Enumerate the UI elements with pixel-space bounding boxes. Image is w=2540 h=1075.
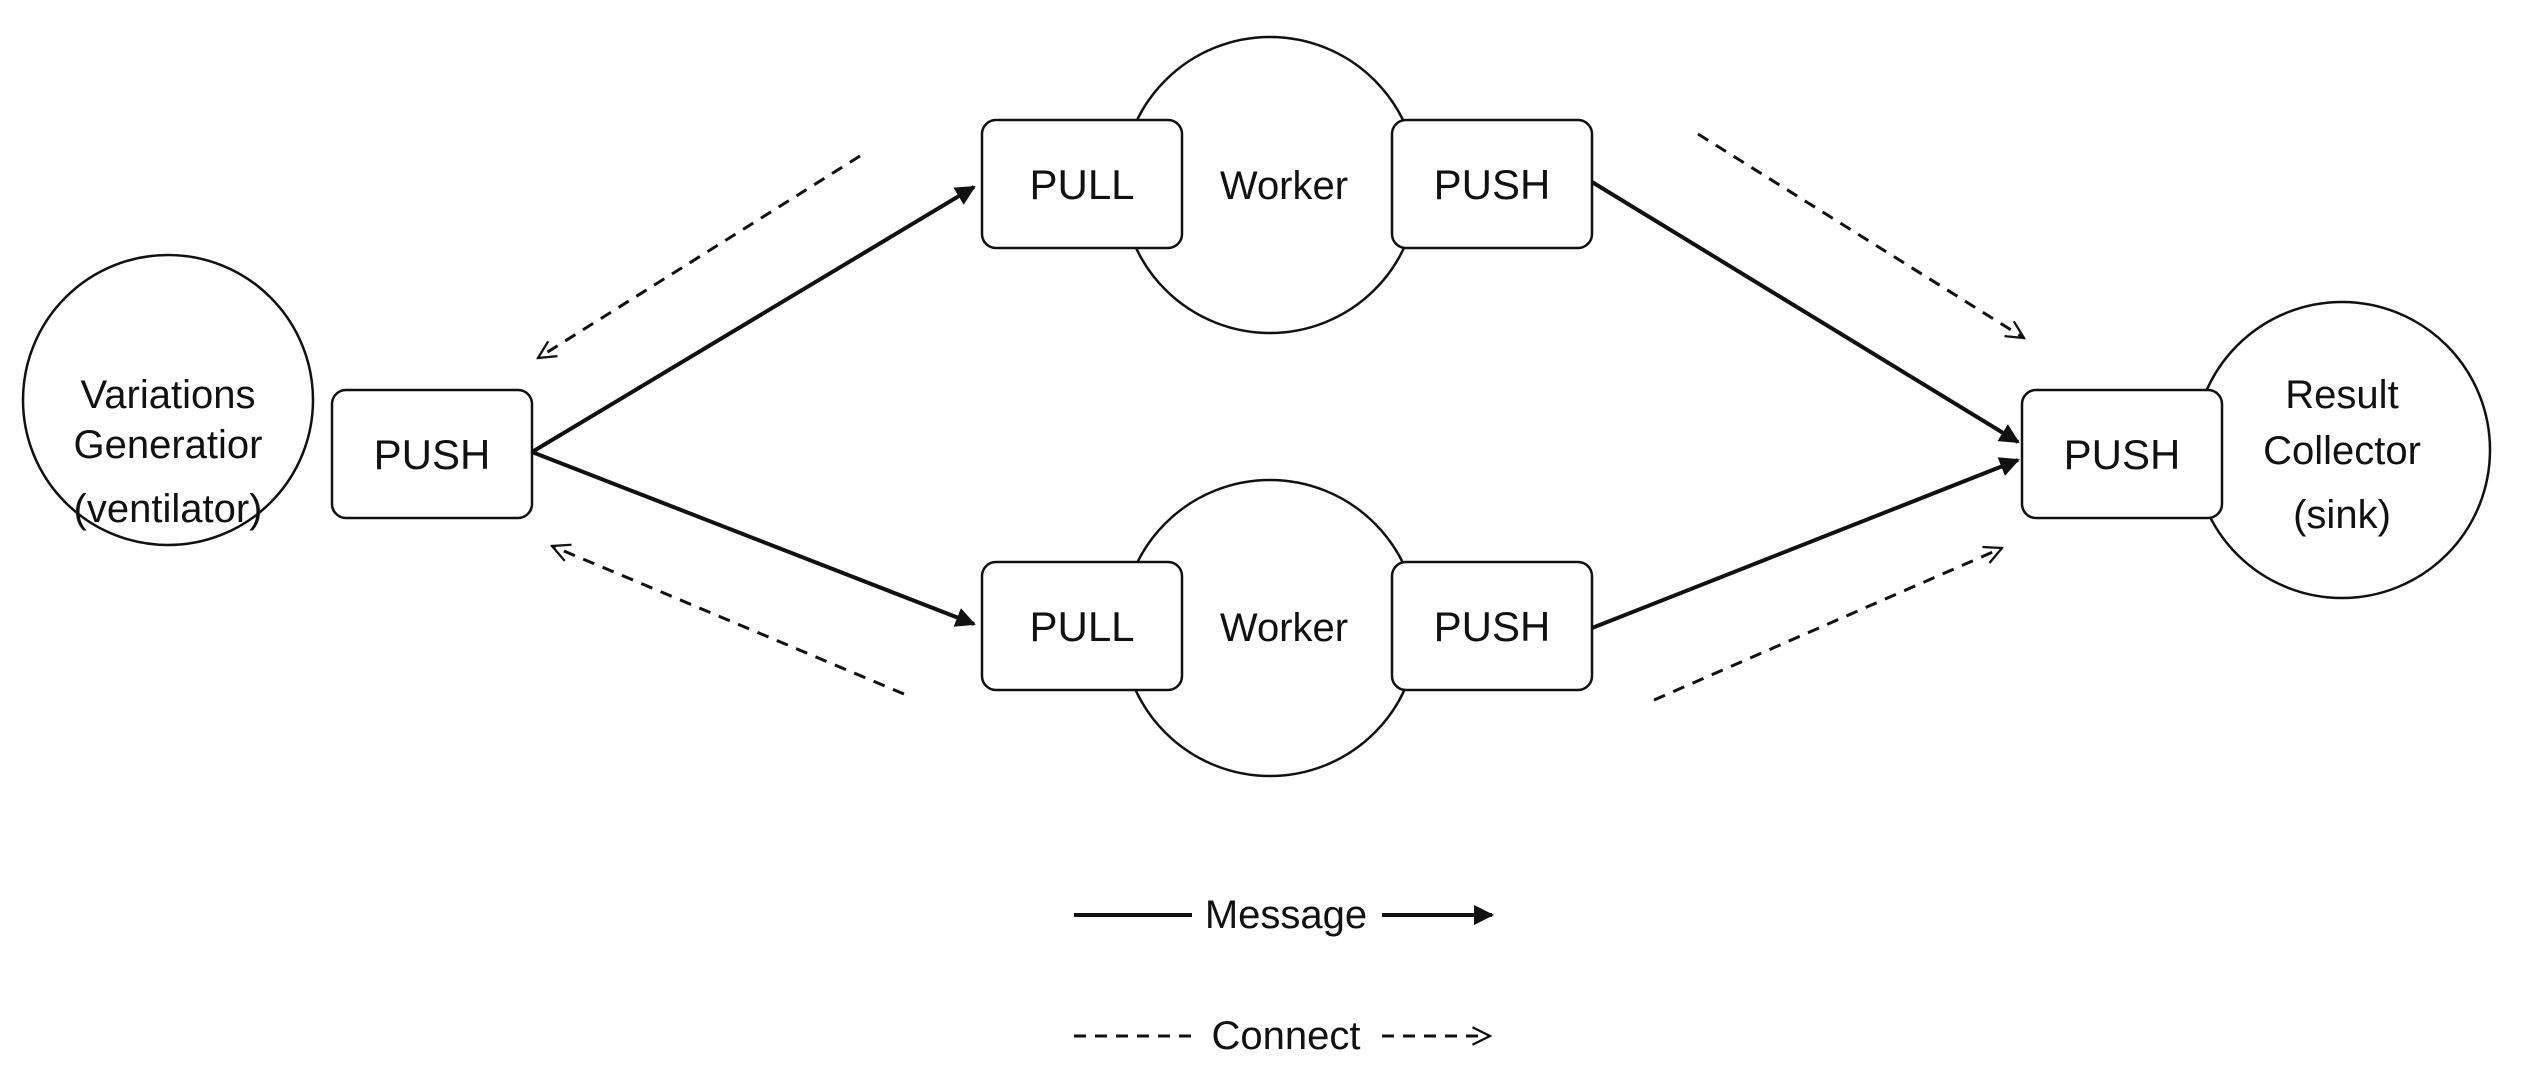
- ventilator-label-line-1: Variations: [81, 373, 256, 417]
- ventilator-label-line-2: Generatior: [74, 423, 263, 467]
- ventilator-circle: [21, 253, 315, 547]
- message-arrow-ventilator-to-worker-bottom: [531, 450, 976, 627]
- message-arrow-ventilator-to-worker-top: [530, 185, 976, 454]
- worker-top-pull-label: PULL: [1029, 161, 1134, 208]
- sink-node: Result Collector (sink) PUSH: [2020, 300, 2492, 600]
- sink-push-socket: [2020, 388, 2224, 520]
- ventilator-label-line-3: (ventilator): [74, 487, 263, 531]
- message-arrow-worker-top-to-sink: [1590, 180, 2020, 444]
- worker-bottom-pull-label: PULL: [1029, 603, 1134, 650]
- worker-top-push-label: PUSH: [1434, 161, 1551, 208]
- legend: Message Connect: [1074, 893, 1494, 1058]
- ventilator-node: Variations Generatior (ventilator) PUSH: [21, 253, 534, 547]
- legend-message: Message: [1074, 893, 1494, 937]
- connect-arrow-worker-top-to-sink: [1697, 132, 2024, 338]
- legend-connect: Connect: [1074, 1014, 1490, 1058]
- worker-bottom-node: PULL Worker PUSH: [980, 478, 1594, 778]
- worker-top-pull-socket: [980, 118, 1184, 250]
- worker-bottom-pull-socket: [980, 560, 1184, 692]
- sink-label-line-2: Collector: [2263, 429, 2421, 473]
- worker-bottom-label: Worker: [1220, 606, 1348, 650]
- message-arrow-worker-bottom-to-sink: [1591, 457, 2020, 630]
- connect-arrow-worker-top-to-ventilator: [538, 154, 861, 358]
- worker-bottom-push-label: PUSH: [1434, 603, 1551, 650]
- sink-label-line-3: (sink): [2293, 493, 2391, 537]
- connect-arrow-worker-bottom-to-sink: [1653, 548, 2002, 702]
- legend-message-label: Message: [1205, 893, 1367, 937]
- legend-connect-label: Connect: [1212, 1014, 1361, 1058]
- sink-label-line-1: Result: [2285, 373, 2398, 417]
- sink-push-label: PUSH: [2064, 431, 2181, 478]
- ventilator-push-label: PUSH: [374, 431, 491, 478]
- worker-top-label: Worker: [1220, 164, 1348, 208]
- connect-arrow-worker-bottom-to-ventilator: [552, 546, 905, 696]
- worker-top-node: PULL Worker PUSH: [980, 35, 1594, 335]
